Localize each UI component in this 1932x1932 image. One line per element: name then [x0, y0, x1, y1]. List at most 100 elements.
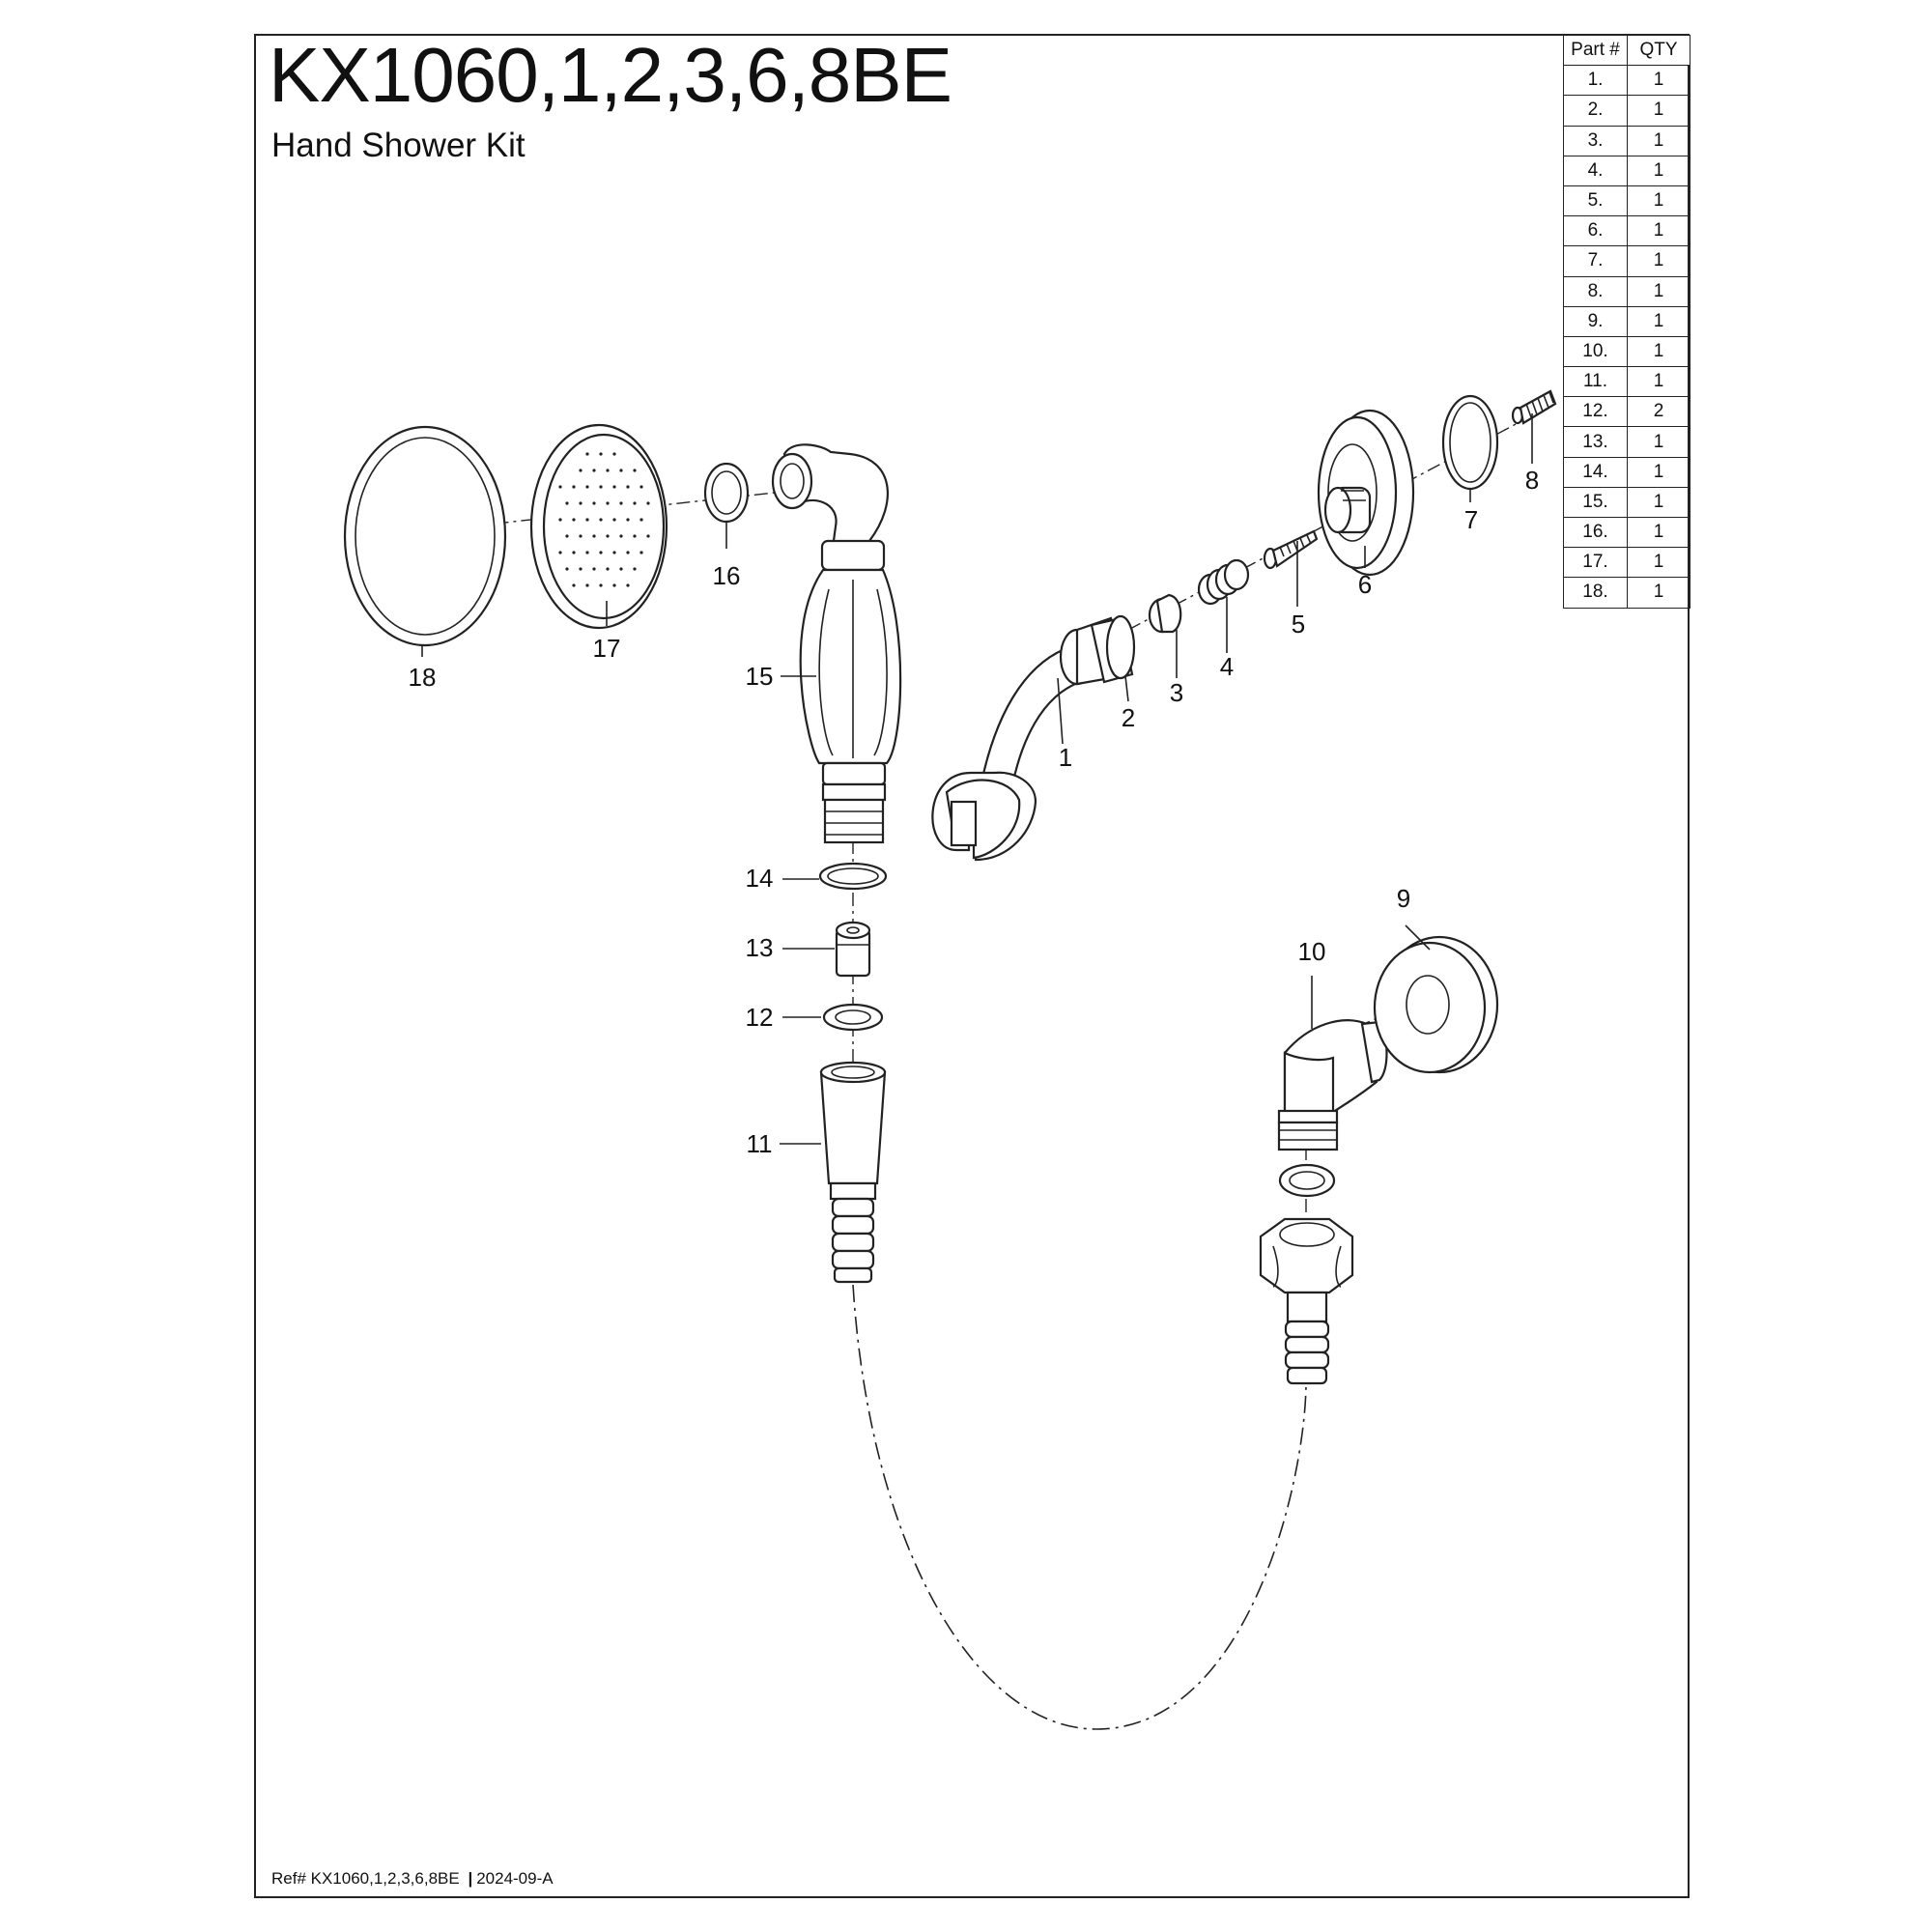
spray-hole — [599, 551, 603, 554]
part-1-holder-arm — [931, 647, 1082, 862]
qty-cell: 1 — [1627, 547, 1690, 579]
spray-hole — [565, 501, 569, 505]
spray-hole — [612, 518, 616, 522]
part-17-shower-head — [529, 423, 668, 630]
spray-nozzle-pattern — [558, 452, 650, 587]
spray-hole — [646, 534, 650, 538]
part-11-hose-nut — [819, 1061, 887, 1284]
spray-hole — [599, 518, 603, 522]
part-14-washer — [818, 862, 888, 891]
spray-hole — [612, 485, 616, 489]
spray-hole — [606, 501, 610, 505]
parts-table-row: 2.1 — [1563, 95, 1690, 127]
parts-table-row: 10.1 — [1563, 335, 1690, 368]
spray-hole — [606, 534, 610, 538]
part-12-washer — [822, 1003, 884, 1032]
part-4-spring — [1197, 558, 1250, 606]
part-number-cell: 13. — [1563, 426, 1628, 458]
spray-hole — [599, 485, 603, 489]
callout-10: 10 — [1298, 937, 1326, 966]
parts-table-row: 4.1 — [1563, 155, 1690, 186]
callout-12: 12 — [746, 1003, 774, 1032]
qty-cell: 1 — [1627, 305, 1690, 337]
parts-table-row: 9.1 — [1563, 305, 1690, 337]
spray-hole — [626, 485, 630, 489]
spray-hole — [633, 501, 637, 505]
spray-hole — [592, 501, 596, 505]
spray-hole — [606, 567, 610, 571]
parts-table-row: 5.1 — [1563, 185, 1690, 217]
spray-hole — [612, 551, 616, 554]
callout-11: 11 — [747, 1129, 773, 1158]
qty-cell: 1 — [1627, 215, 1690, 247]
callout-4: 4 — [1220, 652, 1234, 681]
spray-hole — [579, 469, 582, 472]
parts-table-row: 3.1 — [1563, 125, 1690, 156]
leader-2 — [1124, 675, 1129, 702]
leader-9 — [1405, 924, 1431, 951]
callout-3: 3 — [1170, 678, 1183, 707]
spray-hole — [619, 567, 623, 571]
spray-hole — [592, 534, 596, 538]
callout-9: 9 — [1397, 884, 1410, 913]
spray-hole — [565, 534, 569, 538]
spray-hole — [599, 583, 603, 587]
spray-hole — [633, 534, 637, 538]
part-10-wall-elbow — [1277, 1019, 1388, 1151]
parts-table-row: 17.1 — [1563, 547, 1690, 579]
leader-1 — [1057, 677, 1064, 745]
part-3-ball — [1148, 593, 1182, 634]
spray-hole — [619, 469, 623, 472]
spray-hole — [619, 501, 623, 505]
callout-18: 18 — [409, 663, 437, 692]
callout-15: 15 — [746, 662, 774, 691]
callout-6: 6 — [1358, 570, 1372, 599]
parts-table-row: 13.1 — [1563, 426, 1690, 458]
spray-hole — [626, 518, 630, 522]
spray-hole — [579, 534, 582, 538]
qty-cell: 1 — [1627, 486, 1690, 519]
drawing-border — [254, 34, 1690, 1898]
spray-hole — [565, 567, 569, 571]
hose-hex-nut — [1259, 1217, 1354, 1385]
footer-separator: | — [468, 1869, 473, 1888]
part-number-cell: 10. — [1563, 335, 1628, 368]
spray-hole — [639, 551, 643, 554]
qty-header: QTY — [1627, 34, 1690, 67]
spray-hole — [639, 518, 643, 522]
qty-cell: 1 — [1627, 275, 1690, 307]
callout-14: 14 — [746, 864, 774, 893]
part-number-cell: 7. — [1563, 245, 1628, 277]
spray-hole — [579, 567, 582, 571]
spray-hole — [606, 469, 610, 472]
spray-hole — [639, 485, 643, 489]
qty-cell: 1 — [1627, 577, 1690, 609]
callout-17: 17 — [593, 634, 621, 663]
part-16-o-ring — [703, 462, 750, 524]
parts-table-row: 6.1 — [1563, 215, 1690, 247]
callout-2: 2 — [1122, 703, 1135, 732]
callout-8: 8 — [1525, 466, 1539, 495]
spray-hole — [585, 518, 589, 522]
callout-16: 16 — [713, 561, 741, 590]
spray-hole — [626, 551, 630, 554]
part-number-cell: 6. — [1563, 215, 1628, 247]
model-number-title: KX1060,1,2,3,6,8BE — [269, 32, 952, 118]
part-13-flow-restrictor — [835, 921, 871, 978]
part-number-cell: 4. — [1563, 155, 1628, 186]
parts-table-row: 8.1 — [1563, 275, 1690, 307]
part-2-holder-nut — [1059, 614, 1136, 686]
part-number-cell: 2. — [1563, 95, 1628, 127]
spray-hole — [633, 567, 637, 571]
kit-subtitle: Hand Shower Kit — [271, 127, 526, 164]
callout-13: 13 — [746, 933, 774, 962]
spray-hole — [585, 452, 589, 456]
parts-table-row: 7.1 — [1563, 245, 1690, 277]
spray-hole — [572, 551, 576, 554]
spray-hole — [592, 567, 596, 571]
parts-table-row: 18.1 — [1563, 577, 1690, 609]
spray-hole — [572, 485, 576, 489]
